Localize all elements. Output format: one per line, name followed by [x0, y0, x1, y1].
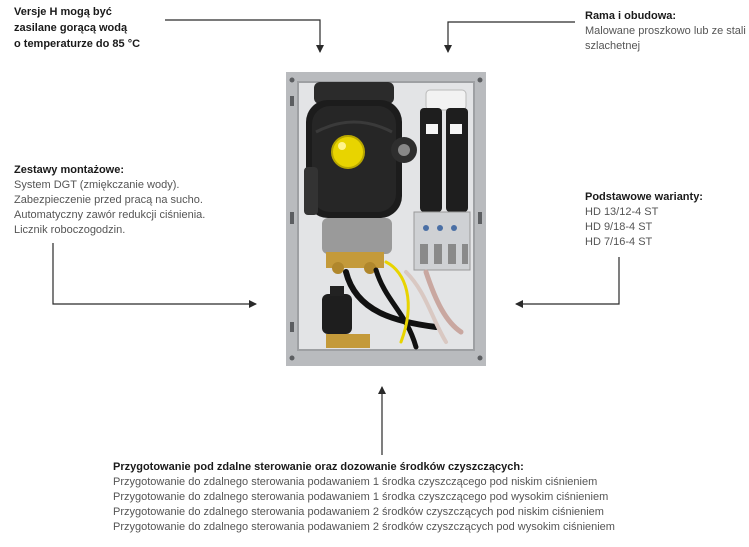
callout-basic-variants-title: Podstawowe warianty:	[585, 191, 703, 203]
callout-mounting-kits-line: Automatyczny zawór redukcji ciśnienia.	[14, 209, 206, 221]
callout-basic-variants-line: HD 9/18-4 ST	[585, 221, 653, 233]
callout-hot-water-line: o temperaturze do 85 °C	[14, 38, 141, 50]
arrow-right	[515, 257, 620, 308]
callout-remote-control-title: Przygotowanie pod zdalne sterowanie oraz…	[113, 461, 524, 473]
callout-mounting-kits-title: Zestawy montażowe:	[14, 164, 125, 176]
callout-remote-control-line: Przygotowanie do zdalnego sterowania pod…	[113, 491, 609, 503]
callout-hot-water-line: zasilane gorącą wodą	[14, 22, 128, 34]
callout-mounting-kits-line: System DGT (zmiękczanie wody).	[14, 179, 180, 191]
callout-hot-water: Versje H mogą być zasilane gorącą wodą o…	[14, 4, 140, 52]
arrow-left	[52, 243, 257, 308]
callout-remote-control: Przygotowanie pod zdalne sterowanie oraz…	[113, 460, 615, 535]
callout-frame-housing-title: Rama i obudowa:	[585, 10, 677, 22]
callout-frame-housing-line: szlachetnej	[585, 40, 641, 52]
callout-hot-water-line: Versje H mogą być	[14, 6, 112, 18]
callout-frame-housing-line: Malowane proszkowo lub ze stali	[585, 25, 746, 37]
callout-remote-control-line: Przygotowanie do zdalnego sterowania pod…	[113, 521, 615, 533]
arrow-top-left	[165, 19, 324, 53]
callout-remote-control-line: Przygotowanie do zdalnego sterowania pod…	[113, 476, 598, 488]
pressure-washer-image	[286, 72, 486, 366]
callout-remote-control-line: Przygotowanie do zdalnego sterowania pod…	[113, 506, 604, 518]
callout-basic-variants-line: HD 13/12-4 ST	[585, 206, 659, 218]
callout-frame-housing: Rama i obudowa: Malowane proszkowo lub z…	[585, 9, 746, 54]
callout-basic-variants-line: HD 7/16-4 ST	[585, 236, 653, 248]
callout-basic-variants: Podstawowe warianty: HD 13/12-4 ST HD 9/…	[585, 190, 703, 250]
motor-housing	[314, 82, 394, 104]
arrow-top-right	[444, 21, 575, 53]
callout-mounting-kits: Zestawy montażowe: System DGT (zmiękczan…	[14, 163, 205, 238]
callout-mounting-kits-line: Licznik roboczogodzin.	[14, 224, 126, 236]
callout-mounting-kits-line: Zabezpieczenie przed pracą na sucho.	[14, 194, 203, 206]
